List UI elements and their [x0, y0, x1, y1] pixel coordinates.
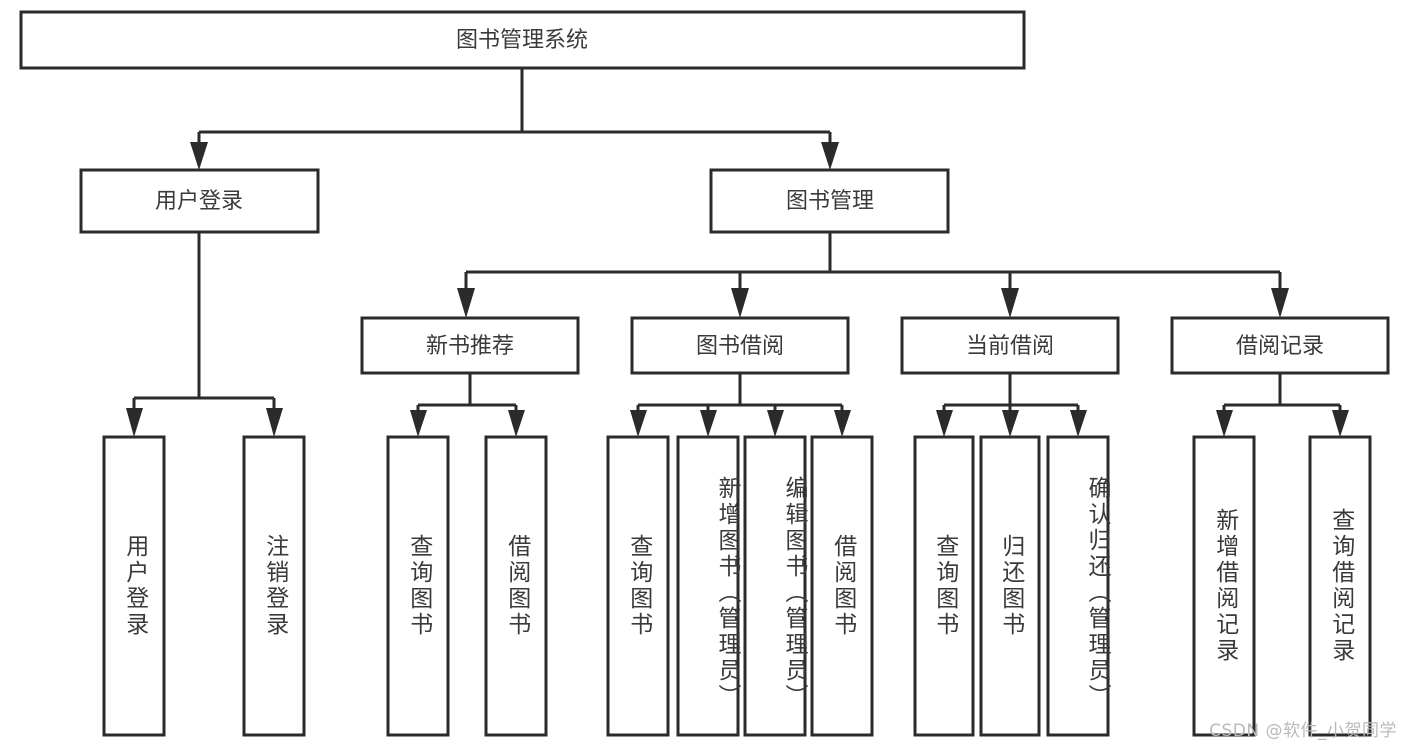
node-borrow-record-label: 借阅记录 [1236, 334, 1324, 359]
node-book-management-box[interactable] [709, 168, 950, 234]
node-user-login[interactable]: 用户登录 [79, 168, 320, 234]
node-borrow-record-box[interactable] [1170, 316, 1390, 375]
node-book-borrow[interactable]: 图书借阅 [630, 316, 850, 375]
node-book-borrow-box[interactable] [630, 316, 850, 375]
node-book-borrow-label: 图书借阅 [696, 334, 784, 359]
node-root-system-label: 图书管理系统 [456, 28, 588, 53]
connector-group-book-manage [457, 232, 1289, 318]
leaf-box-edit-book-admin[interactable] [743, 435, 807, 737]
arrow-head-bm-1 [457, 288, 475, 318]
arrow-head-nb-1 [410, 410, 427, 437]
arrow-head-rc-1 [1216, 410, 1233, 437]
node-user-login-label: 用户登录 [155, 189, 243, 214]
arrow-head-user-login-2 [266, 408, 283, 437]
leaf-box-add-borrow-record[interactable] [1192, 435, 1256, 737]
arrow-head-nb-2 [508, 410, 525, 437]
csdn-watermark: CSDN @软件_小贺同学 [1209, 721, 1397, 741]
leaf-box-query-book-borrow[interactable] [606, 435, 670, 737]
leaf-box-query-borrow-record[interactable] [1308, 435, 1372, 737]
arrow-head-user-login-1 [126, 408, 143, 437]
node-new-book-recommend-box[interactable] [360, 316, 580, 375]
node-user-login-box[interactable] [79, 168, 320, 234]
node-book-management[interactable]: 图书管理 [709, 168, 950, 234]
leaf-box-borrow-book[interactable] [810, 435, 874, 737]
connector-group-new-book [410, 373, 525, 437]
connector-group-user-login [126, 232, 283, 437]
arrow-head-bm-4 [1271, 288, 1289, 318]
arrow-head-br-2 [700, 410, 717, 437]
connector-group-root [190, 68, 839, 170]
connector-group-borrow-record [1216, 373, 1349, 437]
arrow-head-bm-2 [731, 288, 749, 318]
leaf-box-query-book-new[interactable] [386, 435, 450, 737]
leaf-box-query-book-current[interactable] [913, 435, 975, 737]
node-current-borrow-label: 当前借阅 [966, 334, 1054, 359]
arrow-head-br-3 [767, 410, 784, 437]
node-root-system[interactable]: 图书管理系统 [19, 10, 1026, 70]
node-current-borrow[interactable]: 当前借阅 [900, 316, 1120, 375]
leaf-box-return-book[interactable] [979, 435, 1041, 737]
leaf-box-borrow-book-new[interactable] [484, 435, 548, 737]
arrow-head-bm-3 [1001, 288, 1019, 318]
arrow-head-br-4 [834, 410, 851, 437]
node-new-book-recommend[interactable]: 新书推荐 [360, 316, 580, 375]
node-book-management-label: 图书管理 [786, 189, 874, 214]
arrow-head-cb-1 [936, 410, 953, 437]
arrow-head-cb-2 [1002, 410, 1019, 437]
node-new-book-recommend-label: 新书推荐 [426, 334, 514, 359]
arrow-head-cb-3 [1070, 410, 1087, 437]
leaf-box-confirm-return-admin[interactable] [1046, 435, 1110, 737]
leaf-box-add-book-admin[interactable] [676, 435, 740, 737]
connector-group-borrow [630, 373, 851, 437]
leaf-box-logout[interactable] [242, 435, 306, 737]
node-root-system-box[interactable] [19, 10, 1026, 70]
arrow-head-root-1 [190, 142, 208, 170]
node-current-borrow-box[interactable] [900, 316, 1120, 375]
arrow-head-rc-2 [1332, 410, 1349, 437]
arrow-head-root-2 [821, 142, 839, 170]
node-borrow-record[interactable]: 借阅记录 [1170, 316, 1390, 375]
connector-group-current-borrow [936, 373, 1087, 437]
arrow-head-br-1 [630, 410, 647, 437]
leaf-box-user-login[interactable] [102, 435, 166, 737]
